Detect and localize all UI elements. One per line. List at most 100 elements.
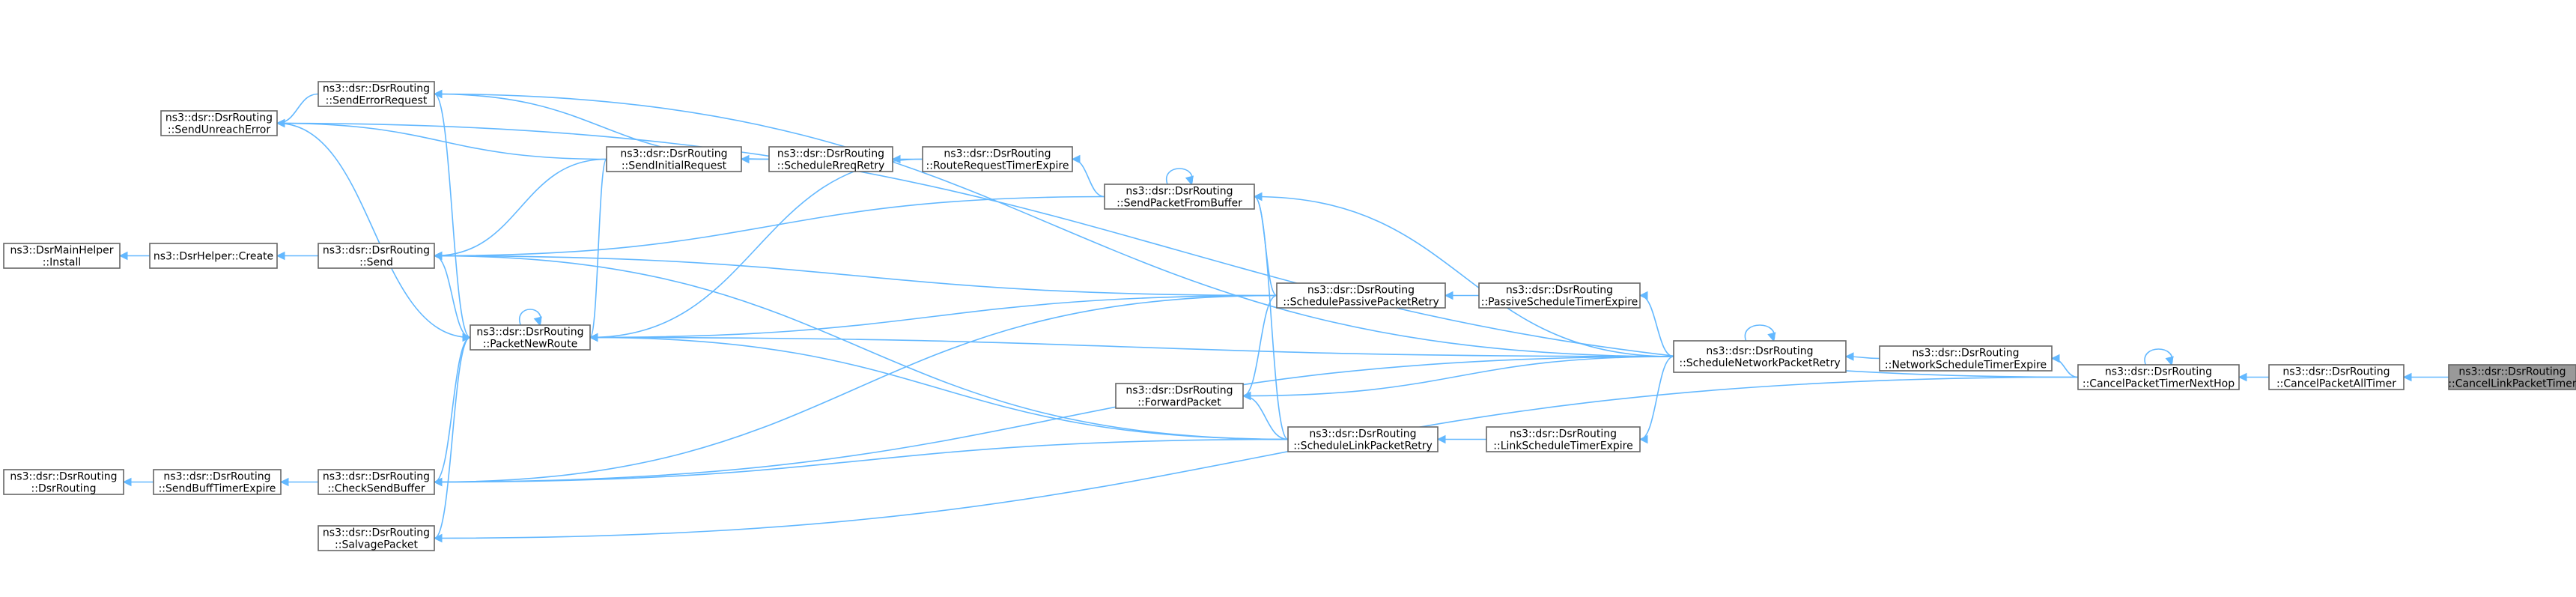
node-label-line1: ns3::dsr::DsrRouting [1309, 428, 1416, 440]
node-box [606, 146, 742, 172]
node-route-req[interactable]: ns3::dsr::DsrRouting::RouteRequestTimerE… [922, 146, 1073, 172]
node-main-install[interactable]: ns3::DsrMainHelper::Install [3, 243, 121, 269]
node-cancel-link[interactable]: ns3::dsr::DsrRouting::CancelLinkPacketTi… [2448, 364, 2576, 390]
node-box [2268, 364, 2405, 390]
node-label-line1: ns3::dsr::DsrRouting [2282, 366, 2390, 378]
edge-sched_net-to-pkt_new [589, 333, 1674, 357]
node-sched-link[interactable]: ns3::dsr::DsrRouting::ScheduleLinkPacket… [1287, 426, 1439, 452]
node-forward[interactable]: ns3::dsr::DsrRouting::ForwardPacket [1115, 383, 1244, 409]
node-label-line2: ::SendInitialRequest [622, 160, 727, 172]
node-label-line2: ::SendPacketFromBuffer [1117, 198, 1242, 210]
node-box [318, 469, 435, 495]
edge-route_req-to-pkt_new [589, 158, 923, 342]
node-helper-create[interactable]: ns3::DsrHelper::Create [149, 243, 278, 269]
node-sched-rreq[interactable]: ns3::dsr::DsrRouting::ScheduleRreqRetry [768, 146, 893, 172]
edge-sched_net-to-send_buf [1253, 192, 1674, 357]
node-label-line2: ::RouteRequestTimerExpire [926, 160, 1069, 172]
node-label-line2: ::LinkScheduleTimerExpire [1493, 440, 1632, 452]
node-send-unreach[interactable]: ns3::dsr::DsrRouting::SendUnreachError [160, 110, 278, 136]
node-label-line1: ns3::dsr::DsrRouting [163, 471, 270, 483]
node-label-line2: ::CheckSendBuffer [327, 483, 425, 495]
edge-sched_net-to-send_err [433, 89, 1674, 357]
node-cancel-next[interactable]: ns3::dsr::DsrRouting::CancelPacketTimerN… [2077, 364, 2240, 390]
node-label-line1: ns3::dsr::DsrRouting [1510, 428, 1617, 440]
node-box [470, 324, 591, 351]
edge-sched_net-to-link_sched [1638, 356, 1674, 444]
node-check-buf[interactable]: ns3::dsr::DsrRouting::CheckSendBuffer [318, 469, 435, 495]
node-sched-passive[interactable]: ns3::dsr::DsrRouting::SchedulePassivePac… [1276, 282, 1446, 309]
node-dsr-ctor[interactable]: ns3::dsr::DsrRouting::DsrRouting [3, 469, 124, 495]
edge-cancel_link-to-cancel_all [2402, 372, 2449, 382]
node-label-line1: ns3::dsr::DsrRouting [1307, 285, 1415, 297]
edge-sched_passive-to-send [433, 251, 1278, 297]
node-label-line2: ::SendErrorRequest [326, 95, 428, 107]
node-pkt-new[interactable]: ns3::dsr::DsrRouting::PacketNewRoute [470, 324, 591, 351]
node-label-line2: ::CancelPacketTimerNextHop [2083, 378, 2235, 390]
node-send[interactable]: ns3::dsr::DsrRouting::Send [318, 243, 435, 269]
node-label-line2: ::CancelPacketAllTimer [2276, 378, 2396, 390]
graph-nodes: ns3::dsr::DsrRouting::CancelLinkPacketTi… [3, 81, 2576, 551]
edge-pkt_new-to-pkt_new [518, 309, 542, 327]
node-box [1879, 345, 2053, 372]
node-sched-net[interactable]: ns3::dsr::DsrRouting::ScheduleNetworkPac… [1673, 340, 1847, 373]
node-salvage[interactable]: ns3::dsr::DsrRouting::SalvagePacket [318, 525, 435, 551]
node-link-sched[interactable]: ns3::dsr::DsrRouting::LinkScheduleTimerE… [1486, 426, 1641, 452]
node-label-line2: ::CancelLinkPacketTimer [2448, 378, 2576, 390]
node-box [2448, 364, 2576, 390]
edge-pkt_new-to-send_err [433, 89, 471, 339]
node-label-line1: ns3::dsr::DsrRouting [1912, 348, 2019, 360]
node-label-line2: ::SalvagePacket [335, 539, 418, 551]
node-label-line1: ns3::dsr::DsrRouting [944, 148, 1051, 160]
node-box [1276, 282, 1446, 309]
node-box [1673, 340, 1847, 373]
node-label-line1: ns3::dsr::DsrRouting [476, 327, 583, 339]
edge-send_buf-to-send_buf [1165, 168, 1194, 186]
node-box [1486, 426, 1641, 452]
node-label-line2: ::NetworkScheduleTimerExpire [1885, 360, 2047, 372]
node-label-line2: ::ScheduleNetworkPacketRetry [1679, 357, 1840, 369]
node-box [318, 243, 435, 269]
node-net-sched[interactable]: ns3::dsr::DsrRouting::NetworkScheduleTim… [1879, 345, 2053, 372]
node-send-init[interactable]: ns3::dsr::DsrRouting::SendInitialRequest [606, 146, 742, 172]
node-cancel-all[interactable]: ns3::dsr::DsrRouting::CancelPacketAllTim… [2268, 364, 2405, 390]
edge-helper_create-to-main_install [118, 251, 151, 261]
node-label-line2: ::ScheduleRreqRetry [777, 160, 885, 172]
node-label-line1: ns3::dsr::DsrRouting [165, 112, 273, 124]
node-box [1478, 282, 1641, 309]
node-label-line2: ::ScheduleLinkPacketRetry [1293, 440, 1432, 452]
edge-send_init-to-pkt_new [589, 158, 607, 342]
node-box [2077, 364, 2240, 390]
edge-passive_sched-to-sched_passive [1444, 291, 1480, 300]
node-label-line1: ns3::dsr::DsrRouting [323, 245, 430, 257]
node-label-line2: ::SchedulePassivePacketRetry [1283, 297, 1439, 309]
edge-pkt_new-to-send [433, 251, 471, 339]
edge-sched_passive-to-pkt_new [589, 294, 1278, 342]
node-label-line1: ns3::dsr::DsrRouting [777, 148, 884, 160]
node-label-line1: ns3::dsr::DsrRouting [323, 527, 430, 539]
node-label-line1: ns3::dsr::DsrRouting [620, 148, 727, 160]
node-send-err[interactable]: ns3::dsr::DsrRouting::SendErrorRequest [318, 81, 435, 107]
edge-check_buf-to-buff_timer [279, 477, 318, 487]
node-box [153, 469, 282, 495]
node-label-line2: ::ForwardPacket [1137, 397, 1221, 409]
node-label-line1: ns3::dsr::DsrRouting [10, 471, 117, 483]
edge-send_err-to-send_unreach [276, 93, 319, 128]
edge-sched_link-to-forward [1242, 391, 1289, 440]
node-label-line1: ns3::dsr::DsrRouting [1126, 186, 1233, 198]
edge-cancel_all-to-cancel_next [2238, 372, 2269, 382]
node-buff-timer[interactable]: ns3::dsr::DsrRouting::SendBuffTimerExpir… [153, 469, 282, 495]
node-box [1104, 184, 1255, 210]
node-box [1287, 426, 1439, 452]
node-label-line1: ns3::dsr::DsrRouting [1506, 285, 1613, 297]
edge-link_sched-to-sched_link [1436, 434, 1486, 444]
node-passive-sched[interactable]: ns3::dsr::DsrRouting::PassiveScheduleTim… [1478, 282, 1641, 309]
node-send-buf[interactable]: ns3::dsr::DsrRouting::SendPacketFromBuff… [1104, 184, 1255, 210]
node-box [318, 81, 435, 107]
node-box [768, 146, 893, 172]
edge-sched_link-to-send_buf [1253, 192, 1289, 440]
graph-edges [118, 89, 2449, 543]
edge-cancel_next-to-net_sched [2050, 354, 2079, 378]
node-box [3, 243, 121, 269]
node-label-line1: ns3::dsr::DsrRouting [2458, 366, 2566, 378]
